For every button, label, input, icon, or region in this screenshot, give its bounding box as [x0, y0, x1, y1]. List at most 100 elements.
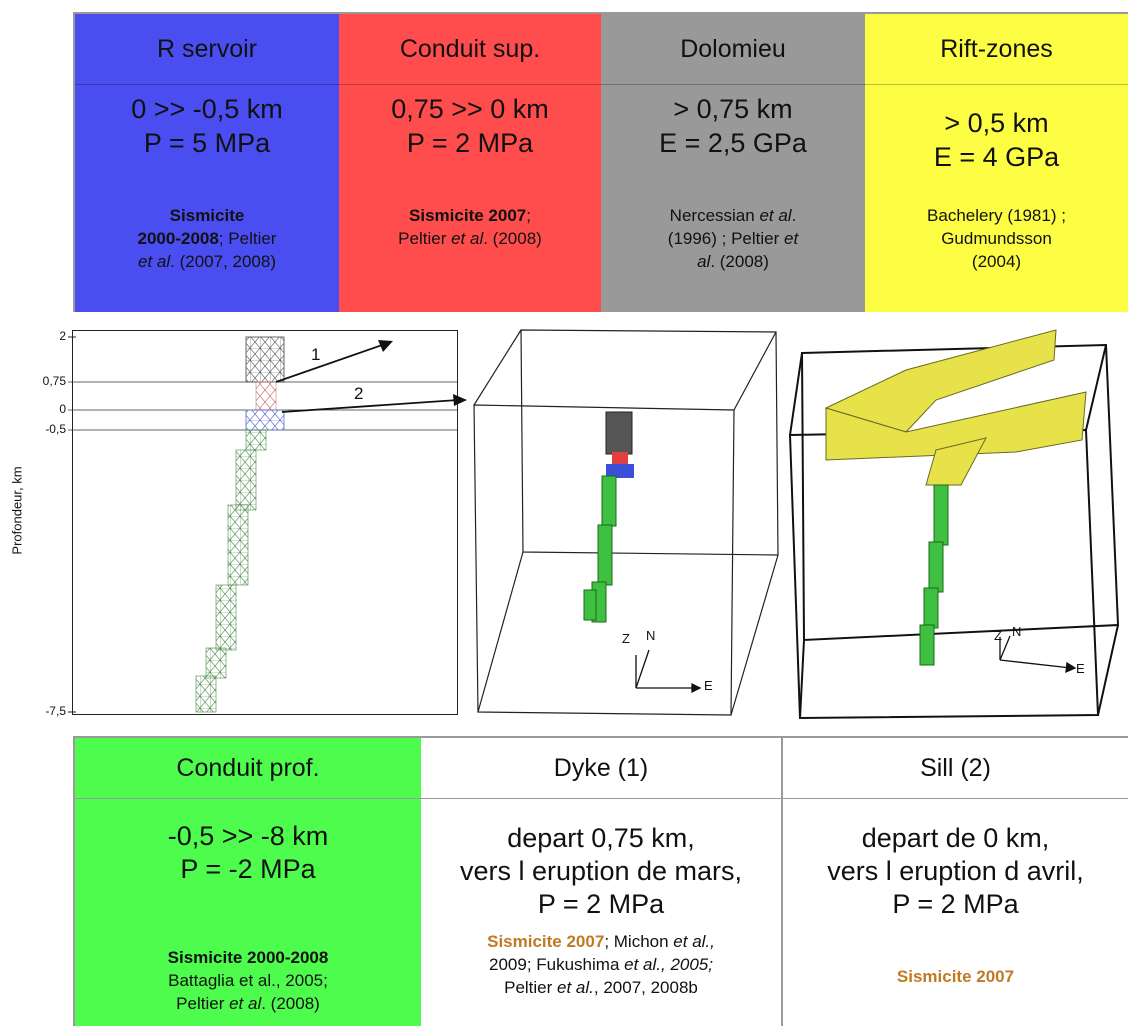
top-col-conduit-sup: Conduit sup. 0,75 >> 0 km P = 2 MPa Sismi… [339, 14, 601, 312]
ref-segment: Bachelery (1981) ; [927, 206, 1066, 225]
arrow-label-1: 1 [311, 345, 321, 364]
rift-zones-3d [824, 329, 1087, 486]
dyke-arrow [275, 340, 393, 383]
top-header-rift-zones: Rift-zones [865, 14, 1128, 85]
bottom-table: Conduit prof. -0,5 >> -8 km P = -2 MPa S… [73, 736, 1128, 1026]
top-header-conduit-sup: Conduit sup. [339, 14, 601, 85]
top-ref-conduit-sup: Sismicite 2007; Peltier et al. (2008) [347, 204, 593, 250]
ref-segment: Nercessian [669, 206, 760, 225]
ref-segment: (2004) [971, 252, 1022, 271]
ref-segment: Sismicite 2007 [896, 967, 1015, 986]
3d-view-rift [788, 329, 1120, 720]
value-line: P = 2 MPa [537, 889, 665, 919]
ref-segment: Battaglia et al., 2005; [168, 971, 328, 990]
top-values-dolomieu: > 0,75 km E = 2,5 GPa [601, 92, 865, 160]
value-line: depart 0,75 km, [507, 823, 695, 853]
axis-e-b: E [1076, 661, 1085, 676]
top-values-rift-zones: > 0,5 km E = 4 GPa [865, 106, 1128, 174]
value-line: depart de 0 km, [861, 823, 1050, 853]
ref-segment: . [791, 206, 797, 225]
tick-0: 0 [59, 402, 66, 416]
ref-segment: Sismicite 2000-2008 [167, 948, 329, 967]
bottom-ref-dyke: Sismicite 2007; Michon et al., 2009; Fuku… [425, 930, 777, 999]
ref-segment: et [784, 229, 799, 248]
ref-segment: , 2007, 2008b [593, 978, 698, 997]
value-line: P = -2 MPa [180, 854, 316, 884]
sill-arrow [281, 394, 467, 413]
ref-segment: et al [229, 994, 262, 1013]
ref-segment: Peltier [176, 994, 230, 1013]
axis-z-a: Z [622, 631, 630, 646]
ref-segment: ; Michon [604, 932, 674, 951]
ref-segment: et al., [673, 932, 715, 951]
ref-segment: Sismicite 2007 [487, 932, 605, 951]
depth-plot-frame [72, 330, 458, 715]
bottom-values-dyke: depart 0,75 km, vers l eruption de mars,… [421, 822, 781, 921]
axis-z-b: Z [994, 628, 1002, 643]
value-line: -0,5 >> -8 km [167, 821, 329, 851]
top-header-reservoir: R servoir [75, 14, 339, 85]
conduit-mesh [195, 336, 285, 713]
axis-n-a: N [646, 628, 656, 643]
value-param: E = 2,5 GPa [659, 128, 807, 158]
ref-segment: 2009; Fukushima [489, 955, 625, 974]
top-header-dolomieu: Dolomieu [601, 14, 865, 85]
top-table: R servoir 0 >> -0,5 km P = 5 MPa Sismicit… [73, 12, 1128, 312]
ref-segment: 2000-2008 [137, 229, 219, 248]
tick-2: 2 [59, 329, 66, 343]
value-depth: 0 >> -0,5 km [131, 94, 283, 124]
conduit-3d-b [919, 484, 949, 666]
value-param: P = 5 MPa [143, 128, 271, 158]
axis-n-b: N [1012, 624, 1022, 639]
value-param: P = 2 MPa [406, 128, 534, 158]
ref-segment: Sismicite 2007 [409, 206, 527, 225]
conduit-3d [583, 411, 634, 623]
value-depth: 0,75 >> 0 km [391, 94, 549, 124]
bottom-header-sill: Sill (2) [783, 738, 1128, 799]
bottom-header-conduit-prof: Conduit prof. [75, 738, 421, 799]
ref-segment: Peltier [504, 978, 558, 997]
top-values-conduit-sup: 0,75 >> 0 km P = 2 MPa [339, 92, 601, 160]
ref-segment: al [697, 252, 711, 271]
bottom-header-dyke: Dyke (1) [421, 738, 781, 799]
arrow-label-2: 2 [354, 384, 364, 403]
ref-segment: Gudmundsson [941, 229, 1052, 248]
ref-segment: . (2008) [483, 229, 542, 248]
bottom-ref-sill: Sismicite 2007 [787, 965, 1124, 988]
value-param: E = 4 GPa [933, 142, 1060, 172]
ref-segment: . (2008) [710, 252, 769, 271]
ref-segment: Sismicite [169, 206, 245, 225]
axes-3d-b [999, 635, 1077, 674]
top-col-rift-zones: Rift-zones > 0,5 km E = 4 GPa Bachelery (… [865, 14, 1128, 312]
ref-segment: et al. [557, 978, 594, 997]
tick-minus-7-5: -7,5 [45, 704, 66, 718]
bottom-col-sill: Sill (2) depart de 0 km, vers l eruption… [783, 738, 1128, 1026]
axis-e-a: E [704, 678, 713, 693]
ref-segment: et al [138, 252, 171, 271]
bottom-col-conduit-prof: Conduit prof. -0,5 >> -8 km P = -2 MPa S… [75, 738, 422, 1026]
axes-3d-a [635, 649, 702, 694]
ref-segment: et al [759, 206, 792, 225]
ref-segment: Peltier [398, 229, 452, 248]
ref-segment: . (2008) [261, 994, 320, 1013]
3d-view-conduit [473, 329, 779, 716]
bottom-values-conduit-prof: -0,5 >> -8 km P = -2 MPa [75, 820, 421, 886]
ref-segment: ; Peltier [218, 229, 277, 248]
top-values-reservoir: 0 >> -0,5 km P = 5 MPa [75, 92, 339, 160]
ref-segment: ; [526, 206, 531, 225]
bottom-col-dyke: Dyke (1) depart 0,75 km, vers l eruption… [421, 738, 783, 1026]
top-ref-reservoir: Sismicite 2000-2008; Peltier et al. (2007,… [83, 204, 331, 273]
top-ref-rift-zones: Bachelery (1981) ; Gudmundsson (2004) [873, 204, 1120, 273]
top-col-dolomieu: Dolomieu > 0,75 km E = 2,5 GPa Nercessian… [601, 14, 865, 312]
ref-segment: . (2007, 2008) [170, 252, 276, 271]
bottom-values-sill: depart de 0 km, vers l eruption d avril,… [783, 822, 1128, 921]
value-depth: > 0,75 km [673, 94, 793, 124]
ref-segment: et al [451, 229, 484, 248]
tick-minus-0-5: -0,5 [45, 422, 66, 436]
tick-0-75: 0,75 [42, 374, 66, 388]
value-depth: > 0,5 km [944, 108, 1049, 138]
value-line: vers l eruption d avril, [827, 856, 1084, 886]
